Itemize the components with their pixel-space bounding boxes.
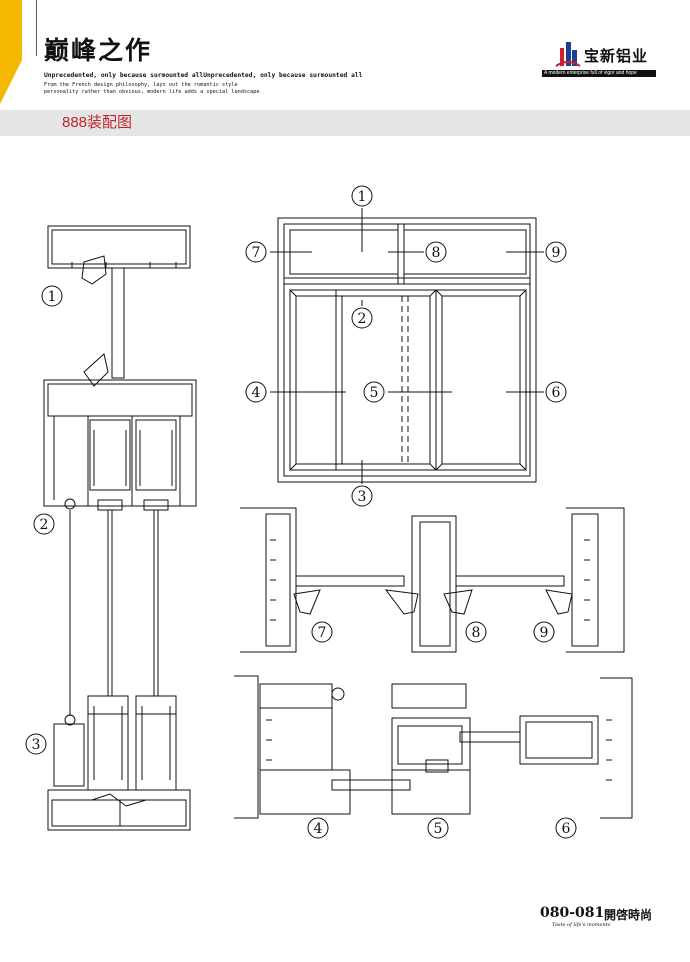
callout-1-left [41,285,63,307]
brand-slogan: A modern enterprise full of vigor and ho… [544,70,637,76]
callout-4-bot-label: 4 [314,821,323,837]
callout-3-left-label: 3 [32,737,41,753]
brand-name: 宝新铝业 [584,48,649,65]
callout-6-mid [545,381,567,403]
callout-6-bot [555,817,577,839]
callout-5-mid [363,381,385,403]
header-subline-2: personality rather than obvious, modern … [44,89,260,95]
assembly-drawing: 1 2 3 1 7 8 9 2 4 5 6 3 7 8 9 4 5 6 [25,185,633,839]
callout-9-top [545,241,567,263]
slogan-bar [542,70,656,77]
sash-sections [234,675,633,819]
callout-4-mid-label: 4 [252,385,261,401]
vertical-section-profile [43,225,197,831]
callout-6-mid-label: 6 [552,385,561,401]
callout-8-bot-label: 8 [472,625,481,641]
callout-6-bot-label: 6 [562,821,571,837]
callout-8-bot [465,621,487,643]
callout-7-top [245,241,267,263]
callout-2-mid-label: 2 [358,311,367,327]
callout-7-bot-label: 7 [318,625,327,641]
transom-sections [240,507,625,653]
callout-9-top-label: 9 [552,245,561,261]
header-divider [36,0,37,56]
callout-2-mid [351,307,373,329]
callout-9-bot-label: 9 [540,625,549,641]
callout-3-mid [351,485,373,507]
callout-4-mid [245,381,267,403]
callout-8-top-label: 8 [432,245,441,261]
brand-logo-icon [555,42,581,67]
footer-sub: Taste of life's moments [552,922,611,928]
footer-text: 開啓時尚 [604,908,653,922]
page-number: 080-081 [540,905,605,921]
callout-3-left [25,733,47,755]
page-title: 巅峰之作 [44,36,153,65]
yellow-corner-tab [0,0,22,104]
window-elevation [270,208,544,484]
callout-7-top-label: 7 [252,245,261,261]
callout-1-top [351,185,373,207]
callout-2-left-label: 2 [40,517,49,533]
callout-2-left [33,513,55,535]
callout-8-top [425,241,447,263]
section-bar [0,110,690,136]
section-title: 888装配图 [62,114,133,131]
callout-9-bot [533,621,555,643]
header-subline-1: From the French design philosophy, lays … [44,82,238,88]
callout-7-bot [311,621,333,643]
callout-5-bot-label: 5 [434,821,443,837]
callout-1-top-label: 1 [358,189,367,205]
callout-1-left-label: 1 [48,289,57,305]
callout-3-mid-label: 3 [358,489,367,505]
callout-5-bot [427,817,449,839]
header-tagline: Unprecedented, only because surmounted a… [44,72,363,79]
callout-5-mid-label: 5 [370,385,379,401]
callout-4-bot [307,817,329,839]
